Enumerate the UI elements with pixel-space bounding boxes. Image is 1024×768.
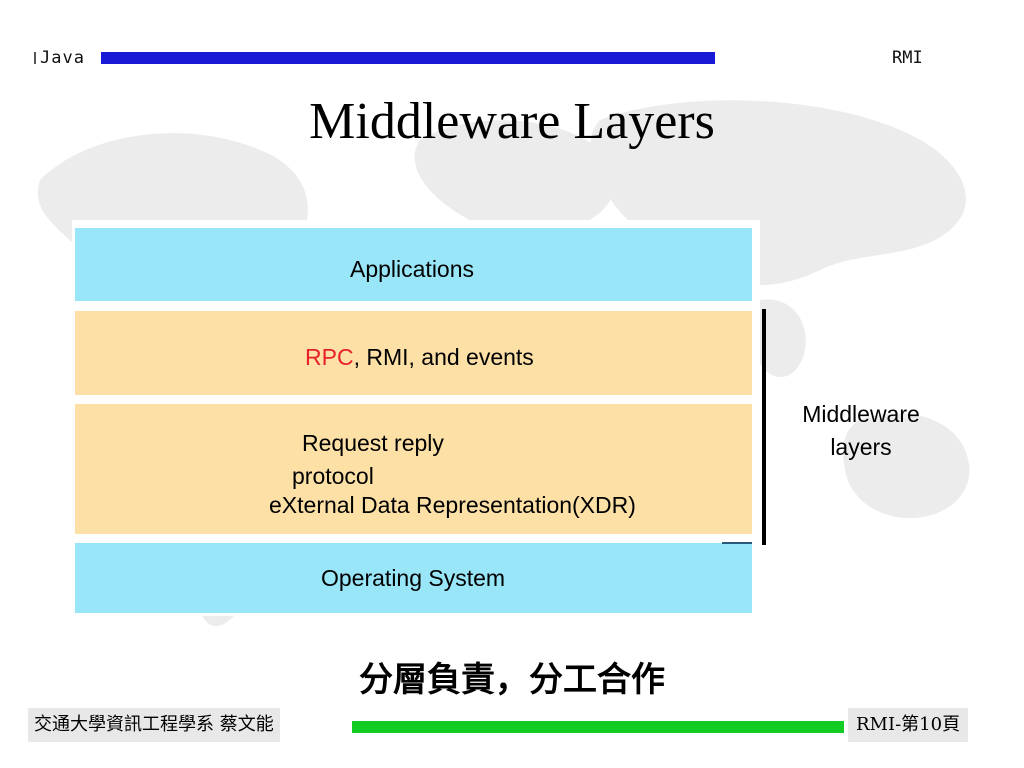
chinese-subtitle: 分層負責，分工合作 [359, 660, 665, 700]
protocol-label: protocol [292, 463, 374, 489]
middleware-bracket-line [762, 309, 766, 545]
layer-rpc-rmi-events: RPC, RMI, and events [75, 311, 752, 395]
operating-system-label: Operating System [321, 565, 506, 591]
layer-applications: Applications [75, 228, 752, 301]
footer-bar [352, 721, 844, 733]
xdr-label: eXternal Data Representation(XDR) [269, 492, 636, 518]
footer-department-label: 交通大學資訊工程學系 蔡文能 [28, 708, 280, 742]
middleware-layers-label: Middleware layers [802, 401, 920, 460]
middleware-bracket-tick [722, 542, 752, 544]
header-bar [101, 52, 715, 64]
layer-rpc-label: RPC, RMI, and events [305, 344, 534, 371]
rpc-rest-text: , RMI, and events [353, 344, 534, 370]
slide-footer: 交通大學資訊工程學系 蔡文能 RMI-第10頁 [0, 706, 1024, 746]
layer-applications-label: Applications [350, 256, 475, 282]
request-reply-label: Request reply [302, 430, 444, 456]
footer-page-label: RMI-第10頁 [848, 708, 969, 742]
layer-request-reply-xdr: Request reply protocol eXternal Data Rep… [75, 404, 752, 534]
slide-title: Middleware Layers [309, 93, 715, 150]
header-left-marker [34, 52, 36, 64]
header-topic-label: Java [40, 48, 85, 68]
layer-operating-system: Operating System [75, 543, 752, 613]
header-section-label: RMI [892, 48, 923, 68]
rpc-highlight-text: RPC [305, 344, 354, 370]
